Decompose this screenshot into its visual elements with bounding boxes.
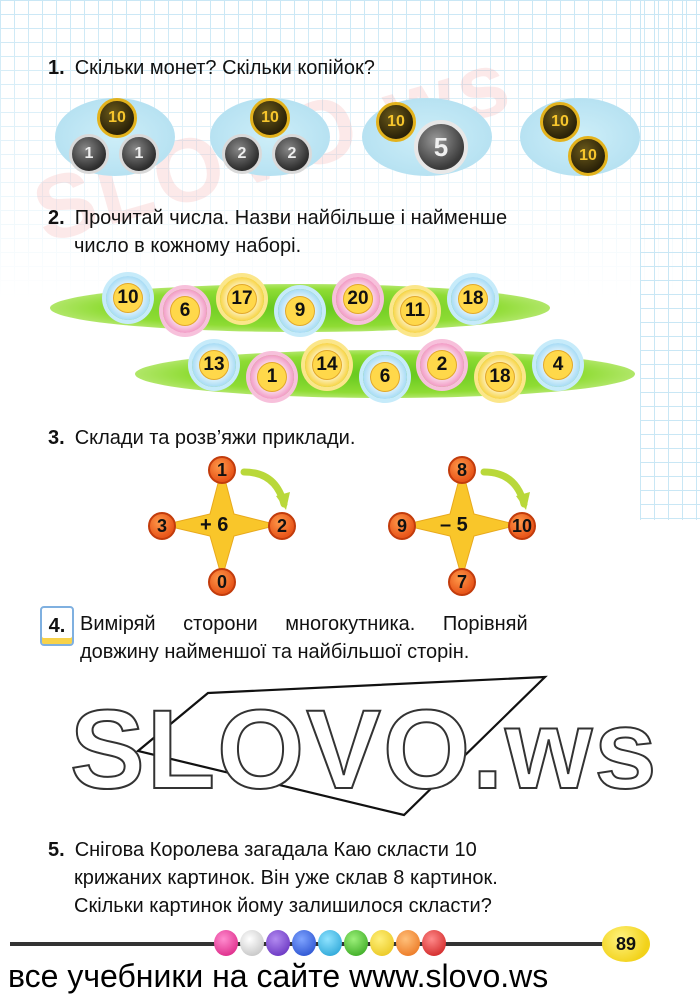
coin-group-3: 10 5 (362, 98, 492, 176)
bead-icon (396, 930, 420, 956)
flower-number: 9 (278, 289, 322, 333)
star-node-top: 1 (208, 456, 236, 484)
task-5-line-3: Скільки картинок йому залишилося скласти… (74, 895, 492, 917)
coin-icon: 10 (568, 136, 608, 176)
coin-icon: 2 (272, 134, 312, 174)
watermark-middle: SLOVO.ws (69, 686, 659, 813)
task-3: 3. Склади та розв’яжи приклади. (48, 424, 638, 452)
coin-icon: 5 (414, 120, 468, 174)
flower-number: 20 (336, 277, 380, 321)
flower-number: 14 (305, 343, 349, 387)
bead-icon (214, 930, 238, 956)
number-star-2: 8 9 10 7 – 5 (388, 452, 538, 602)
task-2-line-2: число в кожному наборі. (74, 235, 302, 257)
flower-number: 6 (363, 355, 407, 399)
task-5-number: 5. (48, 839, 65, 861)
bead-icon (240, 930, 264, 956)
flower-number: 18 (478, 355, 522, 399)
task-4-line-2: довжину найменшої та найбільшої сторін. (80, 641, 470, 663)
coin-icon: 10 (540, 102, 580, 142)
grid-background-right (640, 0, 700, 520)
coin-group-2: 10 2 2 (210, 98, 330, 176)
polygon-figure (135, 675, 548, 817)
bead-icon (318, 930, 342, 956)
flower-number: 13 (192, 343, 236, 387)
star-node-right: 2 (268, 512, 296, 540)
task-5-line-1: Снігова Королева загадала Каю скласти 10 (74, 839, 477, 861)
task-4: Виміряй сторони многокутника. Порівняй д… (80, 610, 636, 666)
number-star-1: 1 3 2 0 + 6 (148, 452, 298, 602)
star-node-bottom: 0 (208, 568, 236, 596)
star-operation: + 6 (200, 514, 229, 536)
star-node-bottom: 7 (448, 568, 476, 596)
task-4-badge-icon: 4. (40, 606, 74, 646)
flower-number: 6 (163, 289, 207, 333)
coin-icon: 10 (97, 98, 137, 138)
task-5-line-2: крижаних картинок. Він уже склав 8 карти… (74, 867, 498, 889)
footer-text: все учебники на сайте www.slovo.ws (8, 958, 549, 994)
coin-group-1: 10 1 1 (55, 98, 175, 176)
page-number: 89 (602, 926, 650, 962)
coin-icon: 1 (69, 134, 109, 174)
bead-icon (266, 930, 290, 956)
task-1: 1. Скільки монет? Скільки копійок? (48, 54, 638, 82)
task-1-text: Скільки монет? Скільки копійок? (74, 57, 375, 79)
bead-icon (344, 930, 368, 956)
coin-icon: 2 (222, 134, 262, 174)
star-node-left: 9 (388, 512, 416, 540)
bead-icon (292, 930, 316, 956)
flower-number: 11 (393, 289, 437, 333)
flower-number: 4 (536, 343, 580, 387)
coin-icon: 10 (250, 98, 290, 138)
task-4-line-1: Виміряй сторони многокутника. Порівняй (80, 613, 528, 635)
star-node-top: 8 (448, 456, 476, 484)
bead-icon (370, 930, 394, 956)
task-2-line-1: Прочитай числа. Назви найбільше і наймен… (74, 207, 508, 229)
flower-number: 17 (220, 277, 264, 321)
task-1-number: 1. (48, 57, 65, 79)
task-2-number: 2. (48, 207, 65, 229)
task-5: 5. Снігова Королева загадала Каю скласти … (48, 836, 638, 920)
coin-icon: 10 (376, 102, 416, 142)
star-node-left: 3 (148, 512, 176, 540)
coin-group-4: 10 10 (520, 98, 640, 176)
star-operation: – 5 (440, 514, 468, 536)
task-3-text: Склади та розв’яжи приклади. (74, 427, 356, 449)
flower-number: 1 (250, 355, 294, 399)
star-node-right: 10 (508, 512, 536, 540)
flower-number: 18 (451, 277, 495, 321)
bead-icon (422, 930, 446, 956)
flower-number: 10 (106, 276, 150, 320)
flower-number: 2 (420, 343, 464, 387)
coin-icon: 1 (119, 134, 159, 174)
task-3-number: 3. (48, 427, 65, 449)
task-2: 2. Прочитай числа. Назви найбільше і найм… (48, 204, 638, 260)
